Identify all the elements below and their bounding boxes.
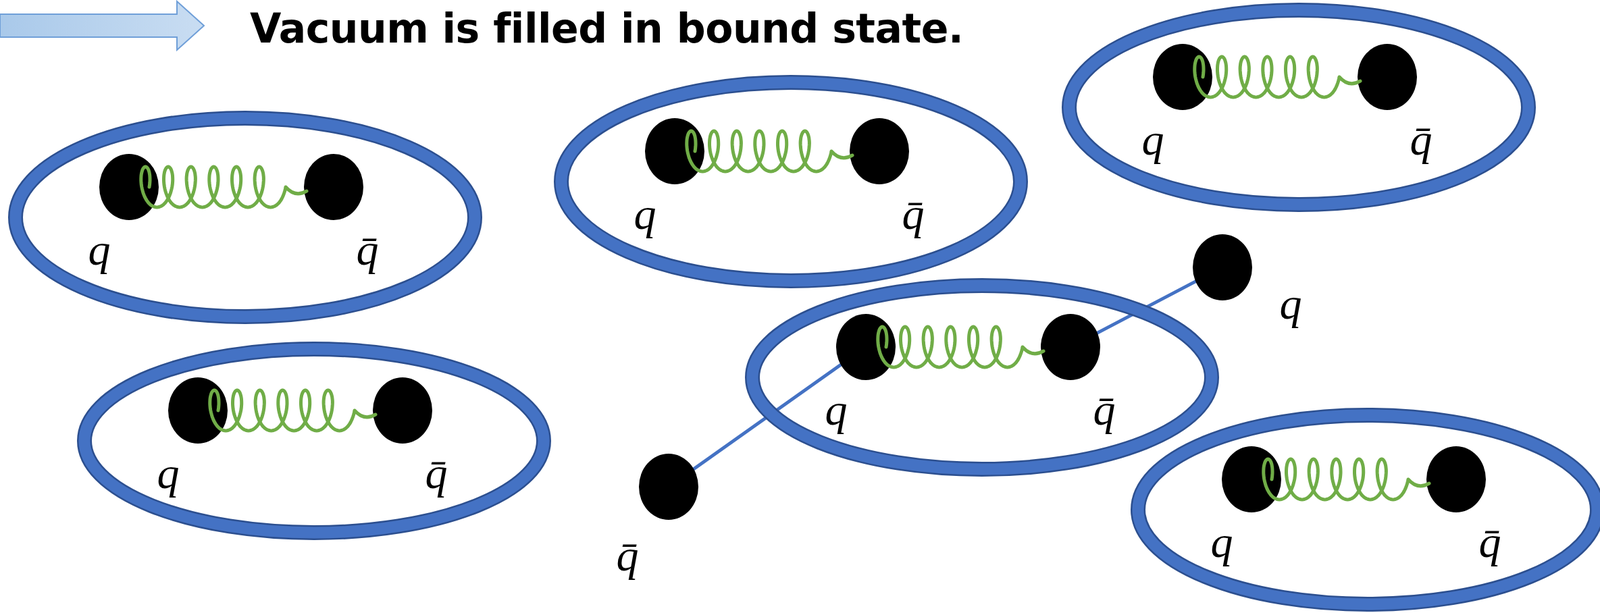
ellipse-band: [561, 82, 1021, 281]
bound-state-ellipse: q q̄: [551, 72, 1031, 292]
quark-label: q: [634, 191, 657, 237]
gluon-spring: [1263, 459, 1430, 500]
antiquark-dot: [1040, 314, 1101, 381]
antiquark-label: q̄: [902, 191, 925, 237]
free-dot: [1192, 234, 1253, 301]
ellipse-graphic: [74, 339, 554, 544]
ellipse-graphic: [1059, 0, 1539, 215]
ellipse-band: [84, 349, 544, 533]
ellipse-band: [752, 285, 1212, 470]
antiquark-label: q̄: [1093, 387, 1116, 433]
ellipse-band: [1069, 10, 1529, 205]
ellipse-outline: [1138, 415, 1598, 605]
free-quark: q̄: [593, 449, 706, 590]
antiquark-label: q̄: [356, 227, 379, 273]
gluon-spring: [878, 326, 1044, 368]
bound-state-ellipse: q q̄: [1127, 405, 1600, 613]
free-quark: q: [1185, 230, 1325, 338]
bound-state-ellipse: q q̄: [1059, 0, 1539, 215]
gluon-spring: [686, 131, 853, 172]
antiquark-dot: [1426, 446, 1486, 513]
quark-label: q: [825, 387, 848, 433]
quark-label: q: [157, 451, 180, 496]
bound-state-ellipse: q q̄: [74, 339, 554, 544]
antiquark-label: q̄: [1479, 520, 1502, 565]
ellipse-outline: [84, 349, 544, 533]
free-quark-label: q: [1279, 281, 1303, 327]
bound-state-ellipse: q q̄: [5, 108, 485, 327]
antiquark-dot: [372, 377, 433, 444]
gluon-spring: [1194, 56, 1361, 98]
gluon-spring: [210, 390, 376, 431]
bound-state-ellipse: q q̄: [742, 275, 1222, 480]
antiquark-label: q̄: [425, 451, 448, 496]
antiquark-dot: [849, 118, 910, 185]
ellipse-outline: [752, 285, 1212, 470]
pointer-arrow: [0, 1, 204, 50]
antiquark-label: q̄: [1410, 117, 1433, 163]
antiquark-dot: [1357, 43, 1417, 111]
ellipse-graphic: [742, 275, 1222, 480]
dot-graphic: [1185, 230, 1325, 338]
ellipse-graphic: [5, 108, 485, 327]
dot-graphic: [593, 449, 706, 590]
quark-label: q: [1142, 117, 1165, 163]
ellipse-outline: [1069, 10, 1529, 205]
ellipse-outline: [561, 82, 1021, 281]
slide-title: Vacuum is filled in bound state.: [249, 4, 964, 53]
gluon-spring: [141, 166, 307, 208]
quark-label: q: [88, 227, 111, 273]
ellipse-graphic: [1127, 405, 1600, 613]
free-quark-label: q̄: [616, 533, 639, 579]
quark-label: q: [1210, 520, 1234, 565]
ellipse-band: [1138, 415, 1598, 605]
ellipse-graphic: [551, 72, 1031, 292]
antiquark-dot: [303, 153, 364, 221]
free-dot: [638, 453, 699, 521]
ellipse-band: [15, 118, 475, 317]
ellipse-outline: [15, 118, 475, 317]
